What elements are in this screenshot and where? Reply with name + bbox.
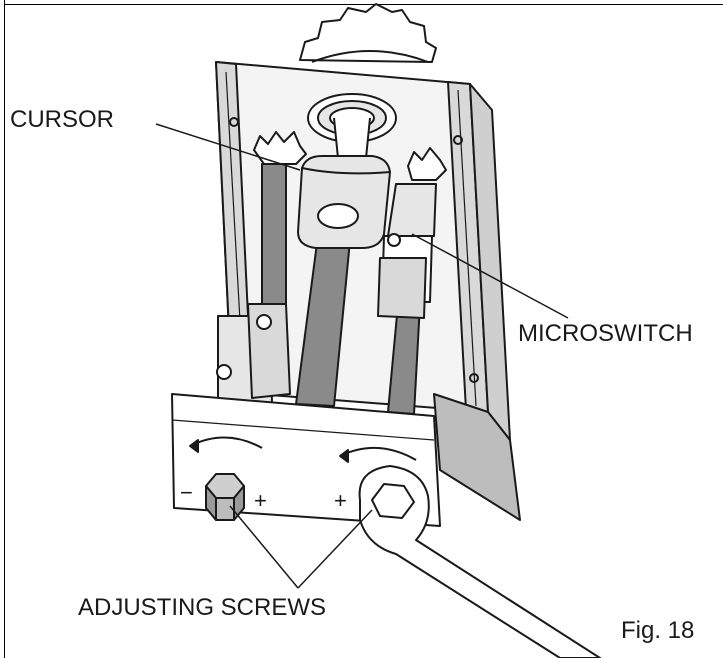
plus-mark-left: + xyxy=(254,488,267,513)
left-threaded-rod xyxy=(261,163,287,323)
cursor-leader-line xyxy=(155,123,301,171)
microswitch-upper xyxy=(377,183,437,319)
microswitch-label: MICROSWITCH xyxy=(518,320,693,347)
microswitch-lower xyxy=(216,303,291,405)
adjust-arrow-left xyxy=(189,436,263,453)
screws-leader-line-right xyxy=(297,509,373,589)
adjust-arrow-right xyxy=(339,446,417,463)
adjusting-screw-left xyxy=(205,473,245,521)
cursor-block xyxy=(297,155,391,249)
wrench xyxy=(358,465,601,658)
casing-side-wall xyxy=(433,83,521,521)
cursor-label: CURSOR xyxy=(10,106,115,133)
minus-mark-left: − xyxy=(180,480,193,505)
figure-number: Fig. 18 xyxy=(621,617,695,644)
microswitch-leader-line xyxy=(411,233,569,319)
right-ring-nut xyxy=(407,147,447,181)
adjusting-screws-label: ADJUSTING SCREWS xyxy=(78,594,327,621)
frame-top-border xyxy=(4,4,723,5)
frame-left-border xyxy=(4,0,5,658)
top-bearing xyxy=(307,93,397,159)
drive-sprocket xyxy=(299,3,437,63)
plus-mark-right: + xyxy=(334,488,347,513)
screws-leader-line-left xyxy=(229,505,299,589)
